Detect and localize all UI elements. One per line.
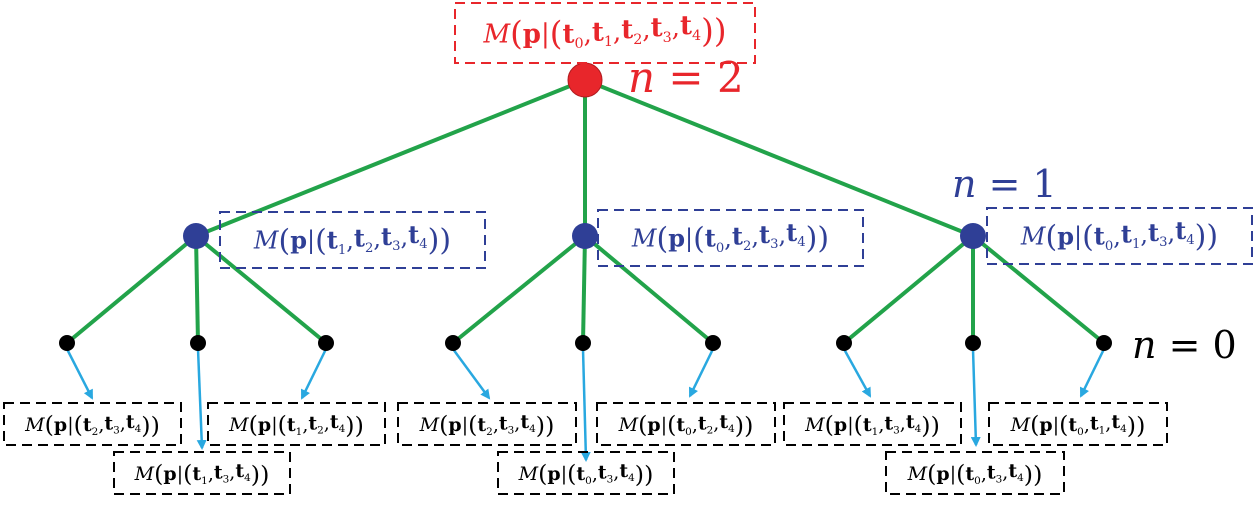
leaf-label-3-box (207, 402, 386, 446)
mid-label-2-formula: M(p|(t0,t2,t3,t4)) (631, 218, 829, 257)
leaf-label-7-formula: M(p|(t1,t3,t4)) (804, 410, 940, 439)
leaf-node-5 (575, 335, 591, 351)
edge-mid-to-leaf-5 (581, 235, 587, 344)
leaf-label-4: M(p|(t2,t3,t4)) (397, 402, 577, 446)
function-symbol: M (804, 414, 825, 436)
leaf-label-7-box (783, 402, 962, 446)
leaf-node-9 (1096, 335, 1112, 351)
edge-mid-to-leaf-3 (194, 234, 328, 345)
leaf-label-3-formula: M(p|(t1,t2,t4)) (228, 410, 364, 439)
function-symbol: M (134, 463, 155, 485)
edge-mid-to-leaf-1 (65, 234, 198, 345)
root-node (567, 62, 603, 98)
function-symbol: M (228, 414, 249, 436)
leaf-label-1-formula: M(p|(t2,t3,t4)) (24, 410, 160, 439)
function-symbol: M (253, 227, 280, 255)
function-symbol: M (518, 463, 539, 485)
mid-node-1 (183, 223, 209, 249)
leaf-label-4-formula: M(p|(t2,t3,t4)) (419, 410, 555, 439)
level-label-n1: n = 1 (952, 162, 1057, 206)
leaf-label-1: M(p|(t2,t3,t4)) (3, 402, 182, 446)
leaf-arrow-2 (196, 348, 207, 450)
leaf-node-2 (190, 335, 206, 351)
mid-label-1-box (219, 211, 486, 269)
edge-mid-to-leaf-7 (842, 234, 975, 345)
mid-node-2 (572, 223, 598, 249)
leaf-arrow-4 (451, 348, 491, 400)
leaf-label-7: M(p|(t1,t3,t4)) (783, 402, 962, 446)
leaf-node-7 (836, 335, 852, 351)
leaf-label-9: M(p|(t0,t1,t4)) (988, 402, 1168, 446)
mid-label-1: M(p|(t1,t2,t3,t4)) (219, 211, 486, 269)
mid-label-3: M(p|(t0,t1,t3,t4)) (986, 207, 1253, 265)
leaf-label-6-formula: M(p|(t0,t2,t4)) (618, 410, 754, 439)
leaf-label-2-box (113, 451, 291, 495)
root-label-formula: M(p|(t0,t1,t2,t3,t4)) (482, 11, 726, 52)
leaf-label-8-box (885, 451, 1065, 495)
leaf-label-5-box (497, 451, 675, 495)
mid-label-2-box (597, 209, 864, 267)
leaf-label-6: M(p|(t0,t2,t4)) (596, 402, 776, 446)
function-symbol: M (907, 463, 928, 485)
edge-root-to-mid-3 (584, 78, 974, 238)
leaf-label-6-box (596, 402, 776, 446)
leaf-label-3: M(p|(t1,t2,t4)) (207, 402, 386, 446)
level-label-n2: n = 2 (628, 53, 744, 102)
function-symbol: M (1020, 223, 1047, 251)
leaf-node-3 (318, 335, 334, 351)
mid-label-1-formula: M(p|(t1,t2,t3,t4)) (253, 220, 451, 259)
leaf-node-6 (705, 335, 721, 351)
leaf-label-9-formula: M(p|(t0,t1,t4)) (1010, 410, 1146, 439)
edge-mid-to-leaf-6 (583, 234, 715, 345)
function-symbol: M (1010, 414, 1031, 436)
leaf-label-5: M(p|(t0,t3,t4)) (497, 451, 675, 495)
leaf-node-8 (965, 335, 981, 351)
leaf-arrow-6 (688, 348, 715, 398)
edge-root-to-mid-1 (195, 78, 586, 238)
leaf-arrow-5 (580, 348, 591, 462)
leaf-label-2: M(p|(t1,t3,t4)) (113, 451, 291, 495)
function-symbol: M (419, 414, 440, 436)
leaf-node-4 (445, 335, 461, 351)
leaf-label-2-formula: M(p|(t1,t3,t4)) (134, 459, 270, 488)
leaf-label-4-box (397, 402, 577, 446)
edge-mid-to-leaf-2 (194, 235, 200, 344)
function-symbol: M (24, 414, 45, 436)
leaf-label-9-box (988, 402, 1168, 446)
leaf-label-5-formula: M(p|(t0,t3,t4)) (518, 459, 654, 488)
mid-label-3-box (986, 207, 1253, 265)
mid-label-3-formula: M(p|(t0,t1,t3,t4)) (1020, 216, 1218, 255)
leaf-arrow-7 (842, 348, 872, 398)
root-label-box (454, 2, 756, 64)
function-symbol: M (482, 19, 511, 49)
edge-mid-to-leaf-9 (971, 234, 1106, 345)
edge-mid-to-leaf-4 (451, 234, 587, 345)
level-label-n0: n = 0 (1132, 323, 1237, 367)
mid-node-3 (960, 223, 986, 249)
leaf-label-8-formula: M(p|(t0,t3,t4)) (907, 459, 1043, 488)
leaf-label-8: M(p|(t0,t3,t4)) (885, 451, 1065, 495)
leaf-node-1 (59, 335, 75, 351)
leaf-arrow-9 (1079, 348, 1106, 398)
leaf-arrow-3 (300, 348, 328, 400)
root-label: M(p|(t0,t1,t2,t3,t4)) (454, 2, 756, 64)
leaf-arrow-1 (65, 348, 94, 400)
leaf-label-1-box (3, 402, 182, 446)
function-symbol: M (631, 225, 658, 253)
function-symbol: M (618, 414, 639, 436)
mid-label-2: M(p|(t0,t2,t3,t4)) (597, 209, 864, 267)
leaf-arrow-8 (970, 348, 981, 447)
